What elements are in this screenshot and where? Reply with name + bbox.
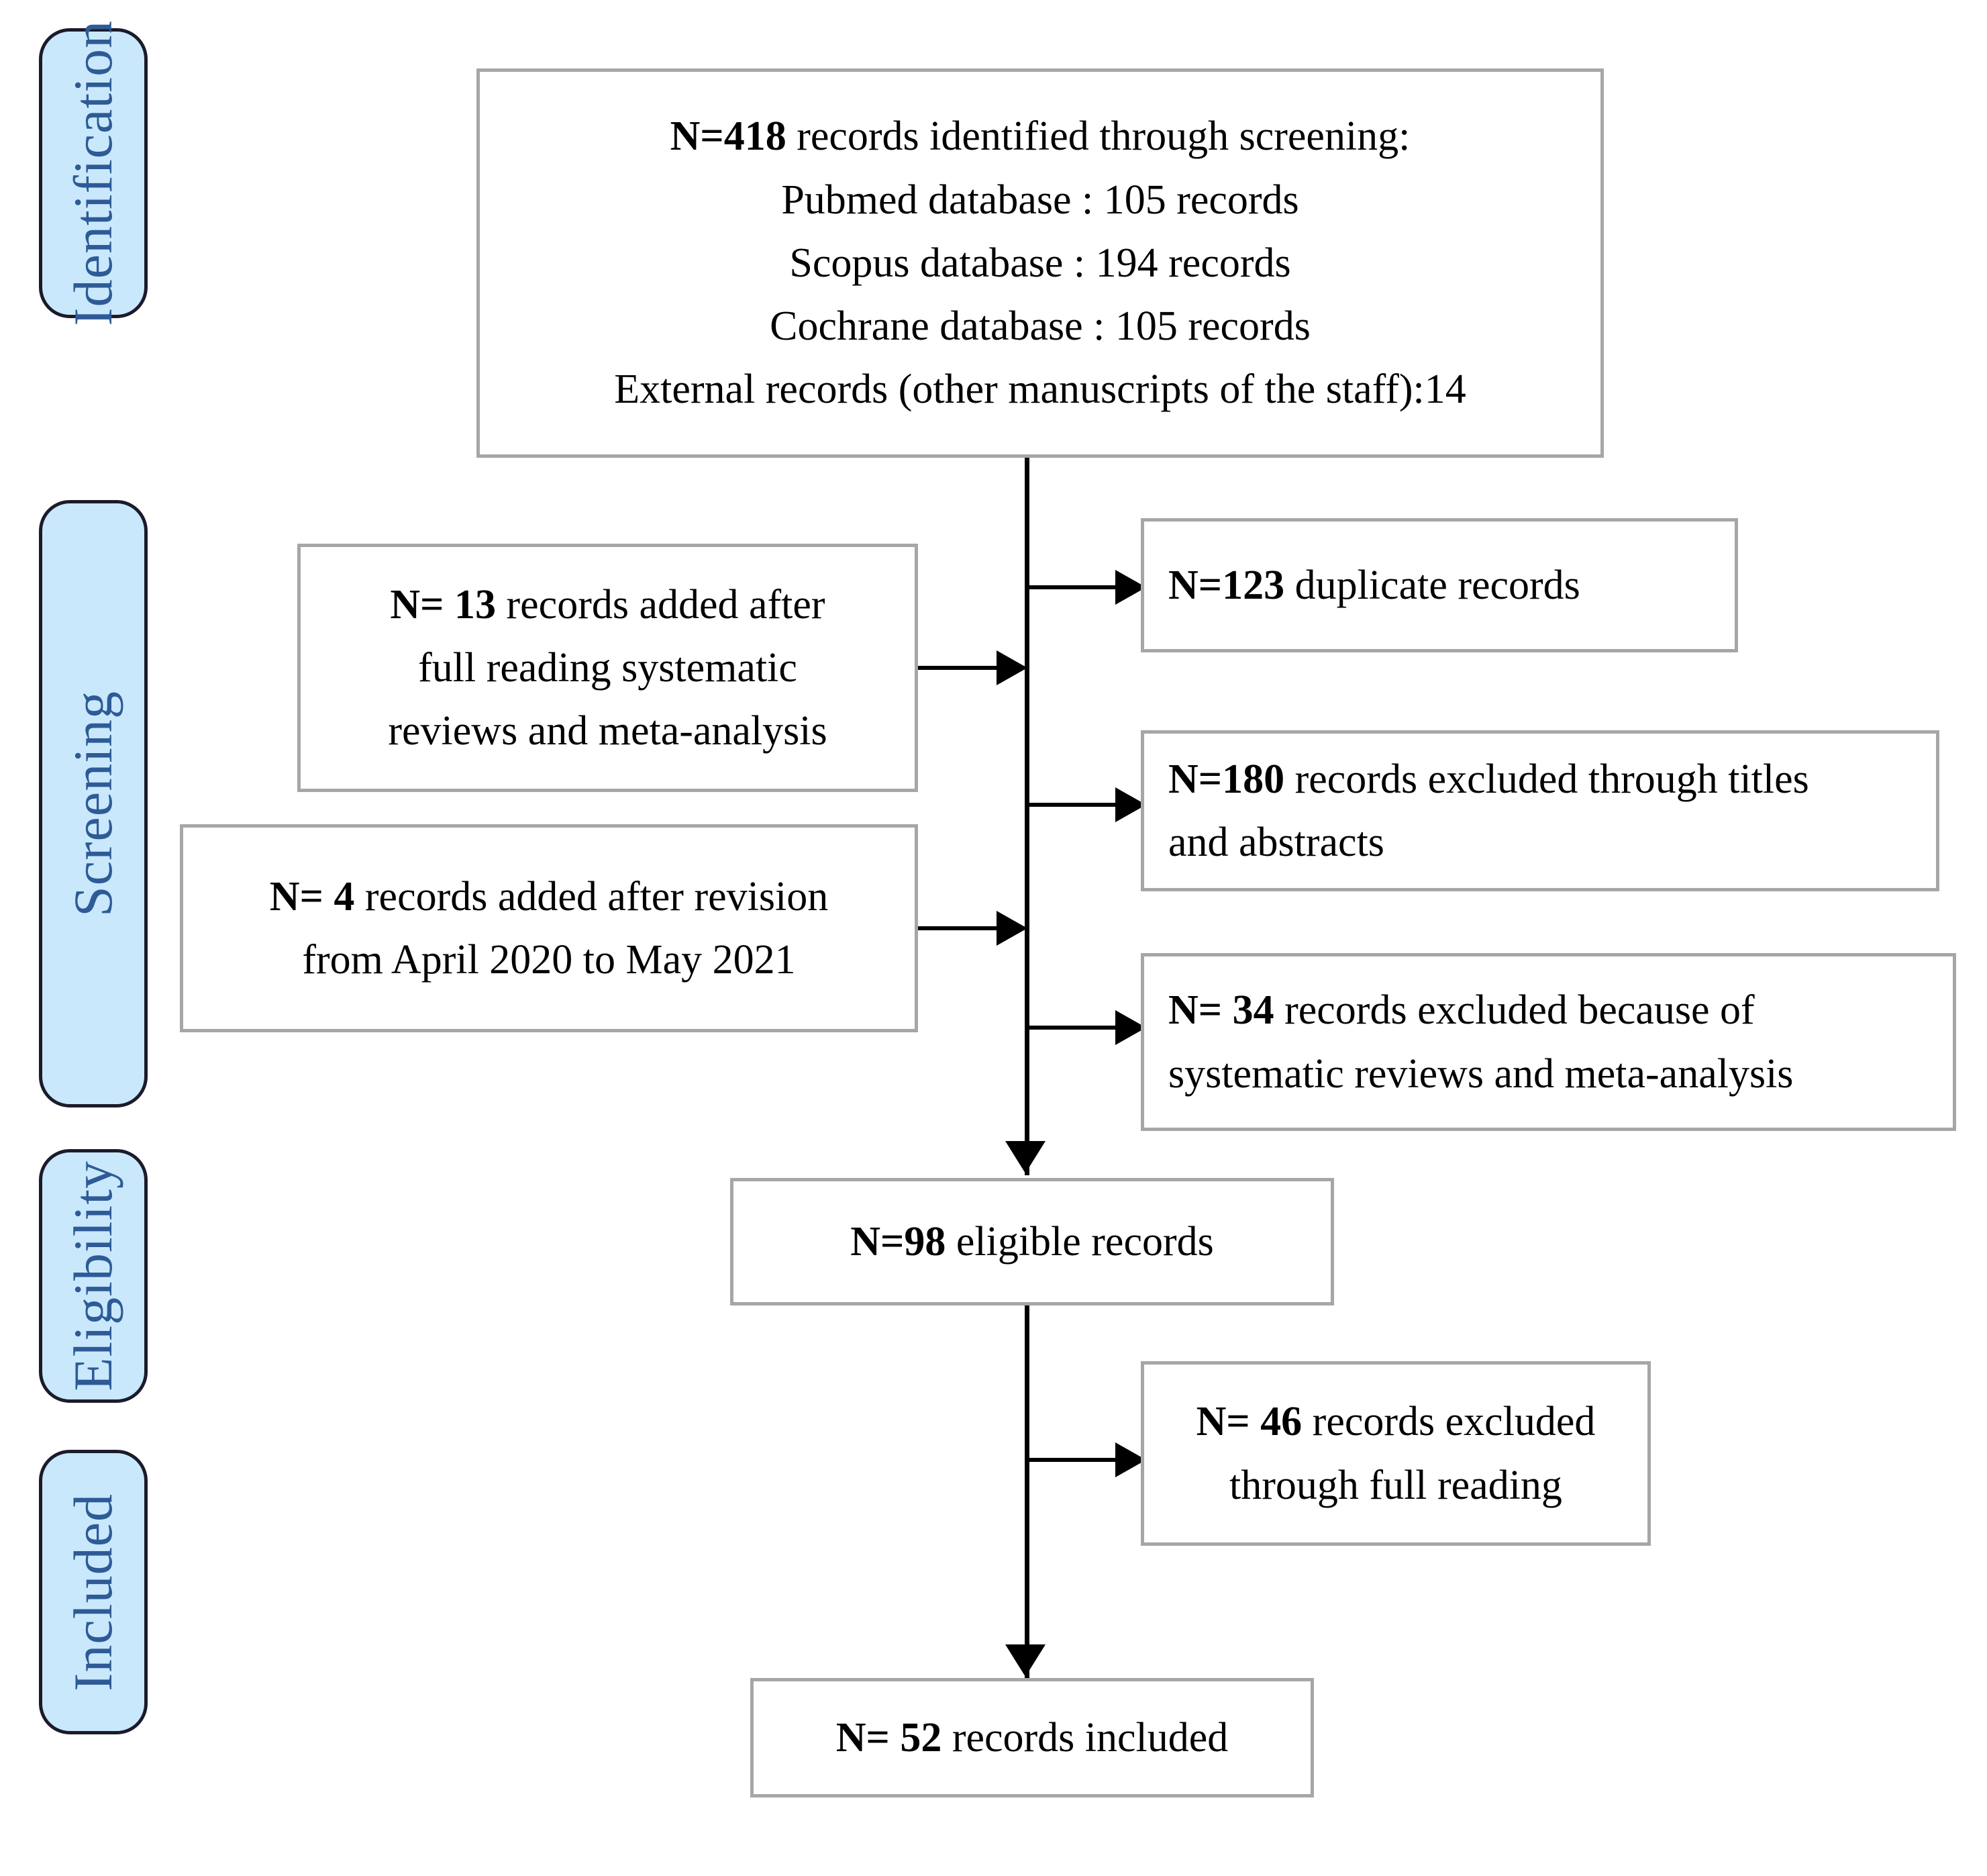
- excluded-reviews-n: N= 34: [1168, 987, 1274, 1034]
- box-excluded-titles-abstracts: N=180 records excluded through titles an…: [1141, 730, 1939, 891]
- arrowhead-to-eligible: [1005, 1141, 1046, 1173]
- identification-line-external: External records (other manuscripts of t…: [614, 366, 1466, 413]
- box-identification: N=418 records identified through screeni…: [476, 68, 1604, 458]
- stage-pill-screening: Screening: [39, 500, 148, 1107]
- excluded-reviews-line-2: systematic reviews and meta-analysis: [1168, 1050, 1794, 1097]
- identification-line-pubmed: Pubmed database : 105 records: [781, 177, 1299, 223]
- excluded-fullread-rest: records excluded: [1302, 1399, 1596, 1445]
- included-rest: records included: [941, 1714, 1229, 1761]
- included-line-1: N= 52 records included: [771, 1706, 1293, 1769]
- identification-line-scopus: Scopus database : 194 records: [789, 240, 1291, 286]
- identification-total-rest: records identified through screening:: [786, 113, 1411, 160]
- excluded-fullread-n: N= 46: [1196, 1399, 1303, 1445]
- stage-label-included: Included: [62, 1493, 123, 1691]
- identification-n-total: N=418: [670, 113, 786, 160]
- identification-line-cochrane: Cochrane database : 105 records: [770, 303, 1311, 350]
- connector-excluded-titles: [1027, 803, 1144, 807]
- connector-duplicates: [1027, 585, 1144, 589]
- box-excluded-full-reading: N= 46 records excluded through full read…: [1141, 1361, 1651, 1546]
- included-n: N= 52: [835, 1714, 942, 1761]
- stage-label-screening: Screening: [62, 691, 123, 917]
- excluded-fullread-line-2: through full reading: [1229, 1462, 1562, 1508]
- connector-excluded-reviews: [1027, 1026, 1144, 1030]
- arrowhead-to-included: [1005, 1644, 1046, 1677]
- stage-label-eligibility: Eligibility: [62, 1161, 123, 1391]
- added-systematic-n: N= 13: [390, 581, 497, 628]
- box-excluded-systematic-reviews: N= 34 records excluded because of system…: [1141, 953, 1956, 1131]
- connector-excluded-fullread: [1027, 1458, 1144, 1462]
- stage-pill-identification: Identification: [39, 20, 148, 326]
- added-revision-rest: records added after revision: [354, 873, 829, 920]
- box-eligible-records: N=98 eligible records: [730, 1178, 1334, 1305]
- added-systematic-line-1: N= 13 records added after: [318, 573, 897, 636]
- duplicates-rest: duplicate records: [1284, 562, 1580, 608]
- connector-main-trunk: [1025, 458, 1029, 1175]
- box-duplicate-records: N=123 duplicate records: [1141, 518, 1738, 652]
- added-revision-line-1: N= 4 records added after revision: [201, 865, 897, 928]
- excluded-fullread-line-1: N= 46 records excluded: [1162, 1390, 1630, 1453]
- eligible-rest: eligible records: [946, 1218, 1214, 1265]
- excluded-reviews-rest: records excluded because of: [1274, 987, 1755, 1034]
- arrowhead-added-revision: [997, 911, 1027, 946]
- added-systematic-line-2: full reading systematic: [418, 644, 797, 691]
- eligible-n: N=98: [850, 1218, 946, 1265]
- added-revision-n: N= 4: [269, 873, 355, 920]
- eligible-line-1: N=98 eligible records: [751, 1210, 1313, 1273]
- duplicates-line-1: N=123 duplicate records: [1168, 554, 1711, 617]
- stage-pill-eligibility: Eligibility: [39, 1149, 148, 1403]
- box-records-added-revision: N= 4 records added after revision from A…: [180, 824, 918, 1032]
- box-records-added-systematic: N= 13 records added after full reading s…: [297, 544, 918, 792]
- connector-added-systematic: [918, 666, 999, 670]
- arrowhead-added-systematic: [997, 650, 1027, 685]
- connector-eligible-to-included: [1025, 1305, 1029, 1678]
- excluded-titles-rest: records excluded through titles: [1284, 756, 1809, 802]
- box-records-included: N= 52 records included: [750, 1678, 1314, 1797]
- added-systematic-line-3: reviews and meta-analysis: [388, 708, 827, 754]
- excluded-titles-line-1: N=180 records excluded through titles: [1168, 748, 1912, 811]
- connector-added-revision: [918, 926, 999, 930]
- added-systematic-rest: records added after: [496, 581, 825, 628]
- excluded-reviews-line-1: N= 34 records excluded because of: [1168, 979, 1929, 1042]
- identification-line-1: N=418 records identified through screeni…: [497, 105, 1583, 168]
- stage-label-identification: Identification: [62, 20, 123, 326]
- duplicates-n: N=123: [1168, 562, 1285, 608]
- excluded-titles-line-2: and abstracts: [1168, 820, 1384, 865]
- stage-pill-included: Included: [39, 1450, 148, 1734]
- added-revision-line-2: from April 2020 to May 2021: [302, 937, 796, 983]
- excluded-titles-n: N=180: [1168, 756, 1285, 802]
